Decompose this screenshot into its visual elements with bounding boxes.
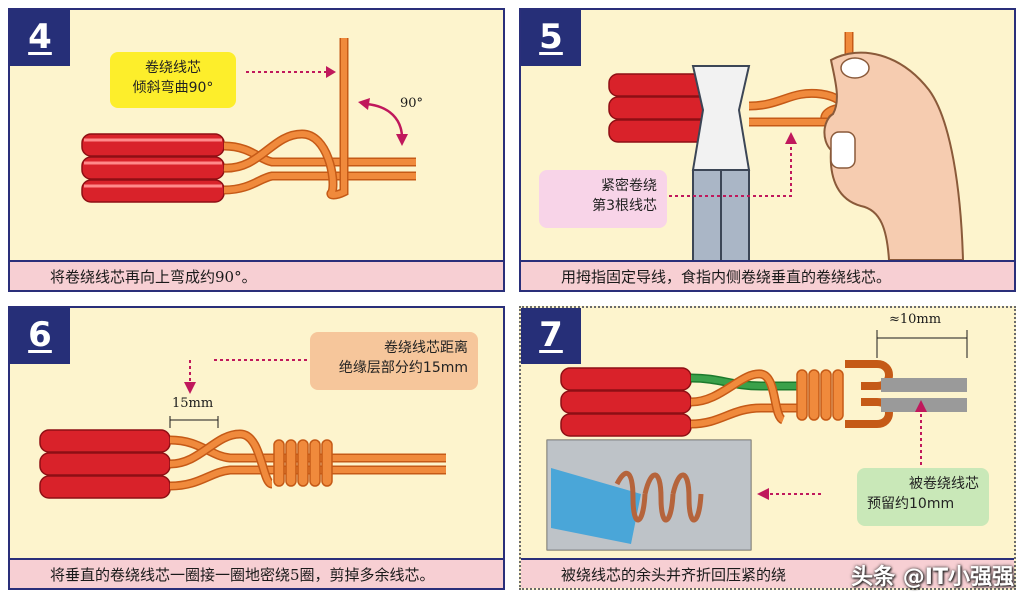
dimension-10mm: ≈10mm [889,312,942,327]
panel-step-4: 4 卷绕线芯 倾斜弯曲90° 90° 将卷绕线芯再向上弯成约90°。 [8,8,505,292]
watermark: 头条 @IT小强强 [851,565,1014,590]
panel-step-7: 7 ≈10mm [519,306,1016,590]
panel-step-6: 6 15mm 卷绕线芯距离 绝缘层部分约15mm 将垂直的卷绕线芯一圈接一圈地密… [8,306,505,590]
caption-step-7: 被绕线芯的余头并齐折回压紧的绕 [521,558,1014,588]
wire-illustration-step-4 [81,38,416,203]
step-number-badge: 6 [10,308,70,364]
callout-bend-core: 卷绕线芯 倾斜弯曲90° [110,52,236,108]
step-number-badge: 5 [521,10,581,66]
wire-illustration-step-6 [39,359,446,499]
callout-distance: 卷绕线芯距离 绝缘层部分约15mm [310,332,478,390]
step-number-badge: 4 [10,10,70,66]
panel-step-5: 5 紧密卷绕 第3根线芯 用拇指固定导线，食指内侧卷绕垂直的卷绕线芯。 [519,8,1016,292]
callout-reserve: 被卷绕线芯 预留约10mm [857,468,989,526]
callout-tight-wind: 紧密卷绕 第3根线芯 [539,170,667,228]
dimension-15mm: 15mm [172,396,214,411]
wire-illustration-step-7 [546,330,968,551]
angle-label: 90° [400,96,424,111]
caption-step-4: 将卷绕线芯再向上弯成约90°。 [10,260,503,290]
caption-step-5: 用拇指固定导线，食指内侧卷绕垂直的卷绕线芯。 [521,260,1014,290]
step-number-badge: 7 [521,308,581,364]
wire-illustration-step-5 [608,32,965,265]
caption-step-6: 将垂直的卷绕线芯一圈接一圈地密绕5圈，剪掉多余线芯。 [10,558,503,588]
